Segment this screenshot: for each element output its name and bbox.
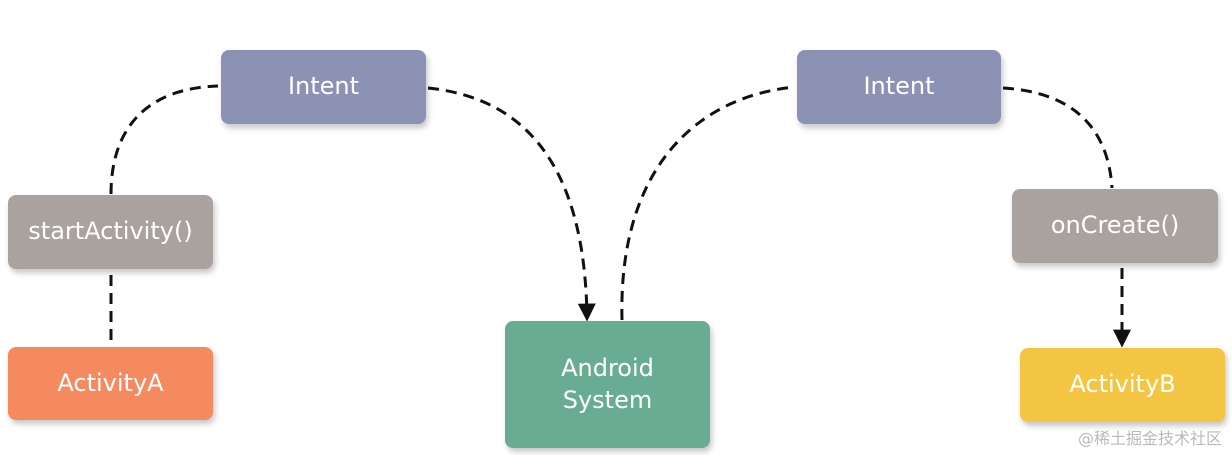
watermark-text: @稀土掘金技术社区: [1077, 429, 1222, 448]
activity-b-node: ActivityB: [1020, 348, 1225, 422]
intent-node-left: Intent: [221, 50, 426, 124]
connector-intent-to-oncreate: [1002, 86, 1114, 189]
connector-startactivity-to-intent: [109, 84, 219, 195]
connector-android-system-to-intent: [620, 85, 796, 321]
connector-intent-to-android-system: [427, 86, 596, 322]
intent-node-right: Intent: [797, 50, 1001, 124]
start-activity-node: startActivity(): [8, 195, 213, 269]
android-system-node: Android System: [505, 321, 710, 448]
on-create-node: onCreate(): [1012, 189, 1218, 263]
activity-a-node: ActivityA: [8, 347, 213, 420]
